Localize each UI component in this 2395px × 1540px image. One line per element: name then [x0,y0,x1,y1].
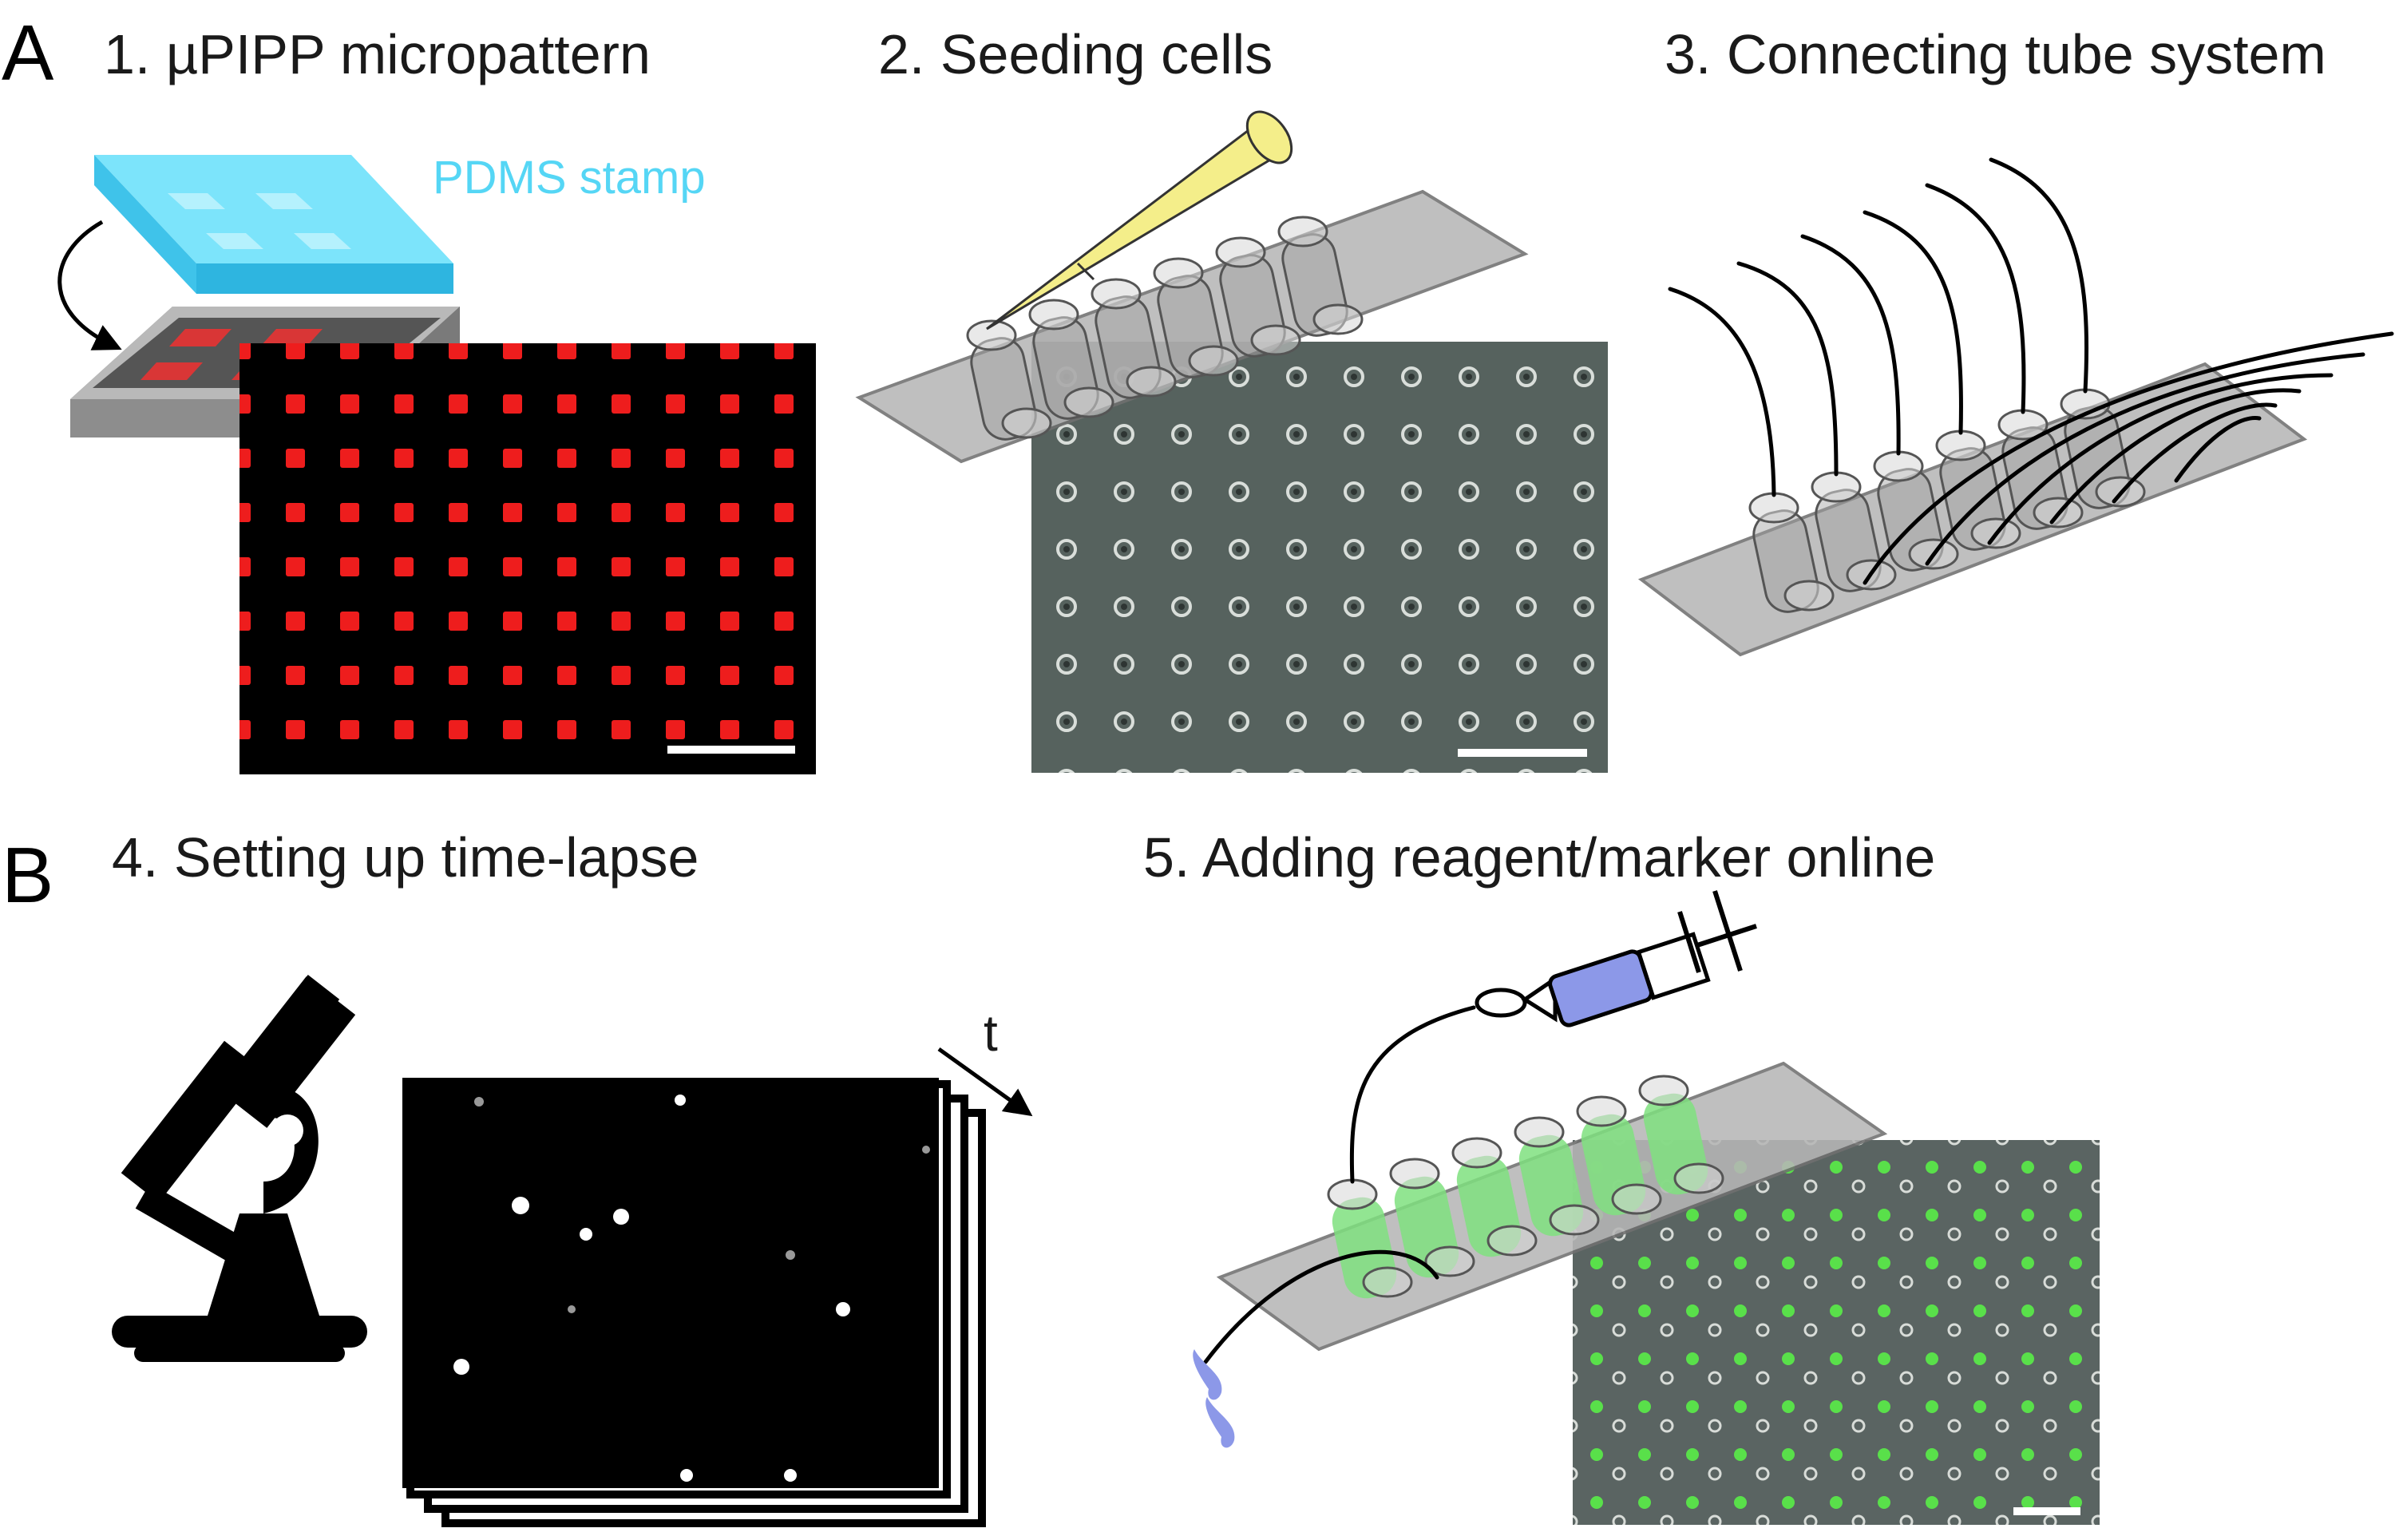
step-2-title: 2. Seeding cells [878,23,1273,85]
fluorescence-frame [402,1078,939,1488]
chip-slide-tubes [1637,157,2394,657]
panel-letter-a: A [2,9,54,97]
chip-wells [966,216,1364,439]
chip-slide [855,189,1529,464]
inlet-tube [1349,1005,1476,1184]
timelapse-stack [402,1078,986,1527]
scale-bar [1458,749,1587,757]
pipette-icon [986,110,1293,331]
scale-bar [667,746,795,754]
pdms-stamp [94,155,453,294]
step-3-title: 3. Connecting tube system [1665,23,2326,85]
step-5-title: 5. Adding reagent/marker online [1143,826,1935,889]
syringe-icon [1475,890,1757,1027]
step-4-title: 4. Setting up time-lapse [112,826,699,889]
microscope-icon [112,974,367,1362]
drop-icon [1193,1349,1235,1448]
chip-wells [1327,1075,1724,1298]
time-arrow [937,1047,1033,1117]
pdms-stamp-label: PDMS stamp [433,152,706,204]
scale-bar [2013,1507,2080,1515]
curved-arrow-icon [57,220,122,350]
seeded-cells-image [1031,342,1608,773]
step-1-title: 1. µPIPP micropattern [104,23,651,85]
micropattern-image [240,343,816,774]
panel-letter-b: B [2,831,53,919]
tubing [1668,157,2394,585]
chip-slide-reagent [1216,1061,1888,1352]
time-axis-label: t [984,1004,998,1062]
outlet-tube [1203,1249,1439,1364]
